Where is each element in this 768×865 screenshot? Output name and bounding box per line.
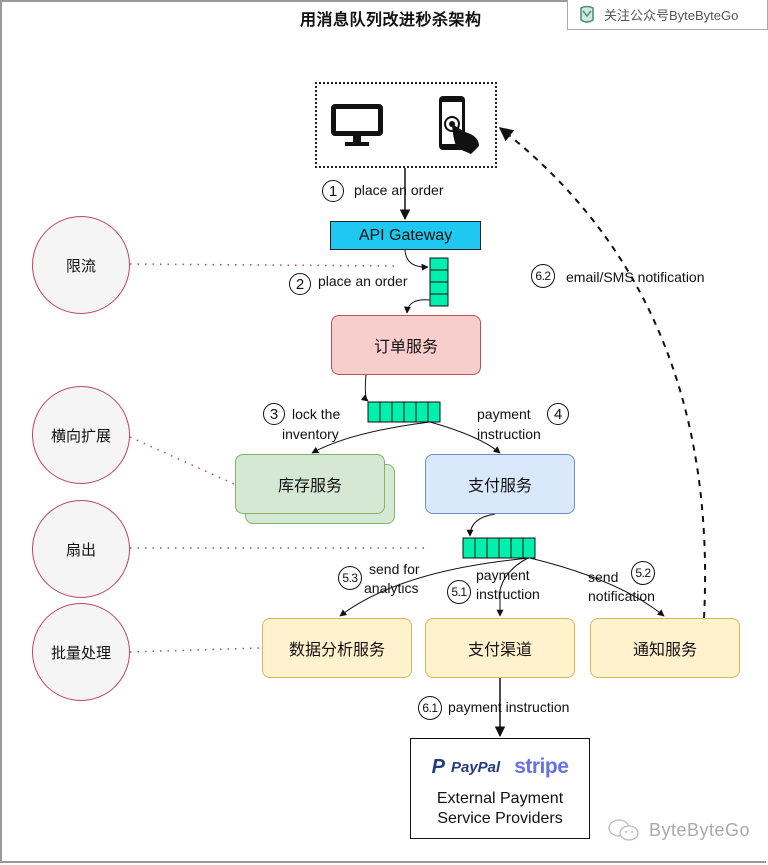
concept-rate-limiting: 限流	[32, 216, 130, 314]
bytebytego-logo-icon	[580, 5, 594, 23]
paypal-logo: P PayPal	[432, 756, 501, 779]
arrow-queue2-to-inventory	[311, 421, 431, 454]
step-1-label: place an order	[354, 182, 444, 198]
queue-2-cell	[403, 401, 417, 423]
step-5-1-badge: 5.1	[447, 580, 471, 604]
queue-2-cell	[367, 401, 381, 423]
arrow-queue3-to-channel	[496, 557, 529, 617]
step-4-badge: 4	[547, 403, 569, 425]
paypal-p-icon: P	[431, 755, 445, 778]
step-6-2-badge: 6.2	[531, 264, 555, 288]
step-5-2-label-2: notification	[588, 588, 655, 604]
order-service: 订单服务	[331, 315, 481, 375]
caption-line: External Payment	[436, 790, 564, 807]
arrow-queue3-to-analytics	[339, 557, 531, 617]
concept-fan-out: 扇出	[32, 500, 130, 598]
arrow-queue2-to-payment	[429, 421, 501, 454]
follow-badge[interactable]: 关注公众号ByteByteGo	[567, 0, 768, 30]
concept-batch-processing: 批量处理	[32, 603, 130, 701]
arrow-gateway-to-queue1	[404, 249, 429, 271]
clients-group	[315, 82, 497, 168]
external-providers-caption: External Payment Service Providers	[437, 789, 563, 829]
wechat-icon	[608, 819, 639, 841]
queue-2-cell	[379, 401, 393, 423]
step-4-label-2: instruction	[477, 426, 541, 442]
step-5-2-label-1: send	[588, 569, 619, 585]
watermark-text: ByteByteGo	[649, 819, 751, 840]
queue-2-cell	[415, 401, 429, 423]
step-5-1-label-1: payment	[476, 567, 530, 583]
desktop-monitor-icon	[331, 104, 383, 146]
queue-3-cell	[486, 537, 500, 559]
queue-1-cell	[429, 281, 449, 295]
concept-link-batch	[129, 647, 261, 653]
step-5-3-label-1: send for	[369, 561, 420, 577]
queue-1-cell	[429, 257, 449, 271]
follow-text: 关注公众号ByteByteGo	[604, 8, 739, 23]
queue-3-cell	[522, 537, 536, 559]
step-1-badge: 1	[322, 180, 344, 202]
step-5-3-label-2: analytics	[364, 580, 419, 596]
step-3-label-2: inventory	[282, 426, 339, 442]
stripe-logo: stripe	[514, 755, 569, 778]
watermark: ByteByteGo	[607, 818, 750, 842]
arrow-queue3-to-notification	[529, 557, 665, 617]
queue-1-cell	[429, 293, 449, 307]
step-6-2-label: email/SMS notification	[566, 269, 705, 285]
provider-logos: P PayPal stripe	[432, 755, 569, 779]
step-2-label: place an order	[318, 273, 408, 289]
queue-3-cell	[498, 537, 512, 559]
concept-link-rate-limit	[129, 263, 396, 267]
arrow-queue1-to-order	[403, 299, 431, 314]
queue-2-cell	[427, 401, 441, 423]
queue-3-cell	[474, 537, 488, 559]
queue-3-cell	[510, 537, 524, 559]
queue-1	[429, 257, 449, 307]
payment-channel: 支付渠道	[425, 618, 575, 678]
arrow-payment-to-queue3	[466, 513, 496, 537]
step-3-label-1: lock the	[292, 406, 341, 422]
api-gateway: API Gateway	[330, 221, 481, 250]
smartphone-touch-icon	[439, 96, 479, 154]
diagram-title: 用消息队列改进秒杀架构	[300, 12, 482, 29]
queue-2-cell	[391, 401, 405, 423]
queue-2	[367, 401, 441, 423]
step-6-1-label: payment instruction	[448, 699, 570, 715]
external-payment-providers: P PayPal stripe External Payment Service…	[410, 738, 590, 839]
queue-3	[462, 537, 536, 559]
step-6-1-badge: 6.1	[418, 696, 442, 720]
queue-3-cell	[462, 537, 476, 559]
step-4-label-1: payment	[477, 406, 531, 422]
step-5-3-badge: 5.3	[338, 566, 362, 590]
concept-link-scale-out	[129, 436, 235, 485]
inventory-service: 库存服务	[235, 454, 385, 514]
step-5-2-badge: 5.2	[631, 561, 655, 585]
notification-service: 通知服务	[590, 618, 740, 678]
step-2-badge: 2	[289, 273, 311, 295]
paypal-wordmark: PayPal	[450, 758, 501, 776]
concept-horizontal-scaling: 横向扩展	[32, 386, 130, 484]
arrow-order-to-queue2	[360, 374, 369, 402]
caption-line: Service Providers	[437, 810, 563, 827]
step-3-badge: 3	[263, 403, 285, 425]
analytics-service: 数据分析服务	[262, 618, 412, 678]
arrow-notification-to-clients	[498, 127, 707, 619]
queue-1-cell	[429, 269, 449, 283]
step-5-1-label-2: instruction	[476, 586, 540, 602]
payment-service: 支付服务	[425, 454, 575, 514]
